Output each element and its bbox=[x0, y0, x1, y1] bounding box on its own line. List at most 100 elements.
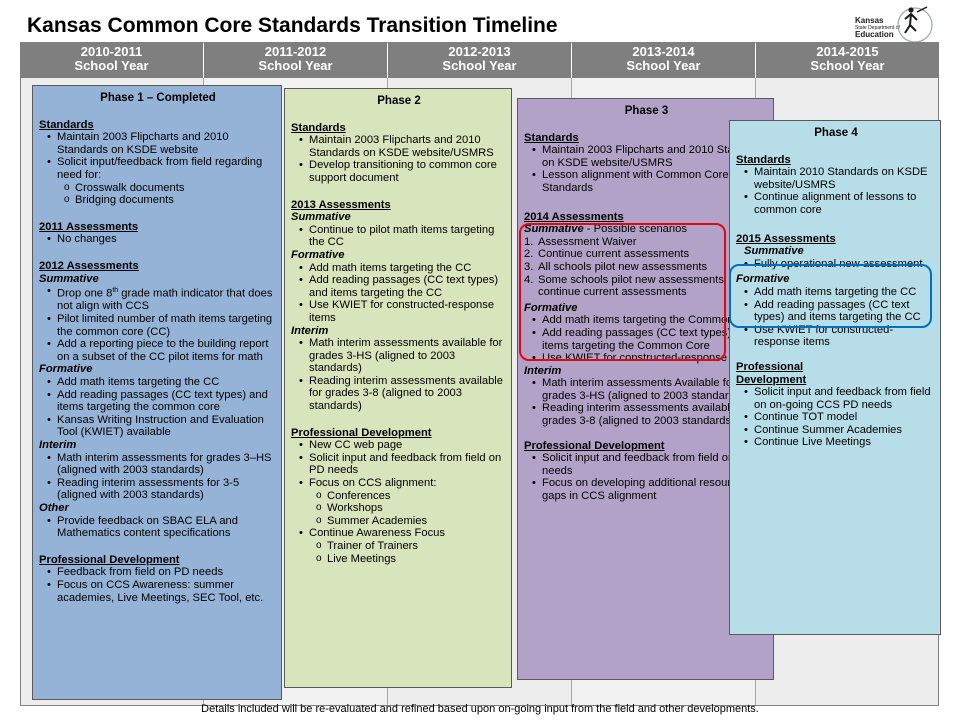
phase-1-standards-heading: Standards bbox=[39, 118, 94, 131]
list-item: Add math items targeting the CC bbox=[39, 376, 277, 389]
phase-3-summative-line: Summative - Possible scenarios bbox=[524, 223, 687, 236]
sub-list-item: Crosswalk documents bbox=[39, 182, 277, 195]
list-item: Reading interim assessments available fo… bbox=[291, 375, 507, 413]
logo-text: Kansas State Department of Education bbox=[855, 17, 900, 39]
phase-4-box: Phase 4 Standards Maintain 2010 Standard… bbox=[729, 120, 941, 635]
list-item: Use KWIET for constructed-response items bbox=[524, 352, 769, 365]
phase-4-2015-assessments-heading: 2015 Assessments bbox=[736, 232, 836, 245]
phase-3-formative-heading: Formative bbox=[524, 301, 578, 314]
logo-line-1: Kansas bbox=[855, 16, 884, 25]
phase-1-title: Phase 1 – Completed bbox=[100, 92, 216, 104]
list-item: 4.Some schools pilot new assessments, ot… bbox=[524, 273, 762, 299]
logo-figure-icon bbox=[897, 6, 933, 43]
phase-4-standards-heading: Standards bbox=[736, 153, 791, 166]
list-item: Feedback from field on PD needs bbox=[39, 566, 277, 579]
phase-2-box: Phase 2 Standards Maintain 2003 Flipchar… bbox=[284, 88, 512, 688]
phase-3-title: Phase 3 bbox=[624, 105, 669, 117]
list-item: Focus on CCS alignment: bbox=[291, 477, 507, 490]
list-item: Continue to pilot math items targeting t… bbox=[291, 224, 507, 249]
phase-4-title: Phase 4 bbox=[814, 127, 858, 139]
list-item: Use KWIET for constructed-response items bbox=[736, 324, 936, 349]
list-item: Reading interim assessments for 3-5 (ali… bbox=[39, 477, 277, 502]
list-item: Add reading passages (CC text types) and… bbox=[291, 274, 507, 299]
ksde-logo: Kansas State Department of Education bbox=[855, 3, 941, 43]
list-item: 3.All schools pilot new assessments bbox=[524, 260, 708, 273]
logo-line-2: State Department of bbox=[855, 25, 900, 31]
list-item: Kansas Writing Instruction and Evaluatio… bbox=[39, 414, 277, 439]
list-item: Reading interim assessments available fo… bbox=[524, 402, 769, 427]
list-item: Solicit input and feedback from field on… bbox=[291, 452, 507, 477]
phase-2-summative-heading: Summative bbox=[291, 211, 351, 224]
list-item: Drop one 8th grade math indicator that d… bbox=[39, 285, 277, 313]
phase-2-pd-heading: Professional Development bbox=[291, 426, 432, 439]
phase-1-2012-assessments-heading: 2012 Assessments bbox=[39, 259, 139, 272]
list-item: Fully operational new assessment bbox=[736, 258, 936, 271]
list-item: Add reading passages (CC text types) and… bbox=[39, 389, 277, 414]
list-item: Continue Summer Academies bbox=[736, 424, 936, 437]
phase-1-pd-heading: Professional Development bbox=[39, 553, 180, 566]
list-item: Math interim assessments Available for g… bbox=[524, 377, 769, 402]
phase-1-interim-heading: Interim bbox=[39, 438, 77, 451]
phase-3-pd-heading: Professional Development bbox=[524, 439, 665, 452]
list-item: New CC web page bbox=[291, 439, 507, 452]
list-item: Solicit input/feedback from field regard… bbox=[39, 156, 277, 181]
phase-2-standards-heading: Standards bbox=[291, 121, 346, 134]
list-item: Add reading passages (CC text types) and… bbox=[736, 299, 936, 324]
phase-2-title: Phase 2 bbox=[377, 95, 421, 107]
list-item: Solicit input and feedback from field on… bbox=[736, 386, 936, 411]
list-item: Maintain 2003 Flipcharts and 2010 Standa… bbox=[39, 131, 277, 156]
page-title: Kansas Common Core Standards Transition … bbox=[27, 14, 558, 37]
phase-3-standards-heading: Standards bbox=[524, 131, 579, 144]
sub-list-item: Live Meetings bbox=[291, 553, 507, 566]
list-item: Continue TOT model bbox=[736, 411, 936, 424]
list-item: Add reading passages (CC text types) and… bbox=[524, 327, 769, 352]
sub-list-item: Bridging documents bbox=[39, 194, 277, 207]
phase-1-2011-assessments-heading: 2011 Assessments bbox=[39, 220, 139, 233]
phase-3-interim-heading: Interim bbox=[524, 364, 562, 377]
list-item: Lesson alignment with Common Core Standa… bbox=[524, 169, 769, 194]
list-item: Math interim assessments available for g… bbox=[291, 337, 507, 375]
list-item: 2.Continue current assessments bbox=[524, 248, 690, 261]
list-item: Add math items targeting the Common Core bbox=[524, 314, 769, 327]
sub-list-item: Summer Academies bbox=[291, 515, 507, 528]
phase-2-interim-heading: Interim bbox=[291, 324, 329, 337]
list-item: 1.Assessment Waiver bbox=[524, 235, 637, 248]
list-item: Add math items targeting the CC bbox=[291, 262, 507, 275]
phase-1-box: Phase 1 – Completed Standards Maintain 2… bbox=[32, 85, 282, 700]
phase-2-formative-heading: Formative bbox=[291, 248, 345, 261]
list-item: Continue Awareness Focus bbox=[291, 527, 507, 540]
list-item: No changes bbox=[39, 233, 277, 246]
list-item: Use KWIET for constructed-response items bbox=[291, 299, 507, 324]
list-item: Focus on CCS Awareness: summer academies… bbox=[39, 579, 277, 604]
list-item: Provide feedback on SBAC ELA and Mathema… bbox=[39, 515, 277, 540]
list-item: Pilot limited number of math items targe… bbox=[39, 313, 277, 338]
phase-4-formative-heading: Formative bbox=[736, 273, 790, 286]
list-item: Continue alignment of lessons to common … bbox=[736, 191, 936, 216]
sub-list-item: Conferences bbox=[291, 490, 507, 503]
logo-line-3: Education bbox=[855, 30, 894, 39]
list-item: Maintain 2003 Flipcharts and 2010 Standa… bbox=[524, 144, 769, 169]
list-item: Continue Live Meetings bbox=[736, 436, 936, 449]
list-item: Math interim assessments for grades 3–HS… bbox=[39, 452, 277, 477]
list-item: Maintain 2010 Standards on KSDE website/… bbox=[736, 166, 936, 191]
phase-4-summative-heading: Summative bbox=[744, 245, 804, 258]
phase-3-2014-assessments-heading: 2014 Assessments bbox=[524, 210, 624, 223]
list-item: Develop transitioning to common core sup… bbox=[291, 159, 507, 184]
list-item: Focus on developing additional resources… bbox=[524, 477, 769, 502]
sub-list-item: Trainer of Trainers bbox=[291, 540, 507, 553]
phase-1-other-heading: Other bbox=[39, 501, 69, 514]
list-item: Solicit input and feedback from field on… bbox=[524, 452, 769, 477]
phase-1-summative-heading: Summative bbox=[39, 272, 99, 285]
list-item: Add a reporting piece to the building re… bbox=[39, 338, 277, 363]
footer-note: Details included will be re-evaluated an… bbox=[201, 703, 759, 715]
list-item: Add math items targeting the CC bbox=[736, 286, 936, 299]
sub-list-item: Workshops bbox=[291, 502, 507, 515]
phase-1-formative-heading: Formative bbox=[39, 363, 93, 376]
